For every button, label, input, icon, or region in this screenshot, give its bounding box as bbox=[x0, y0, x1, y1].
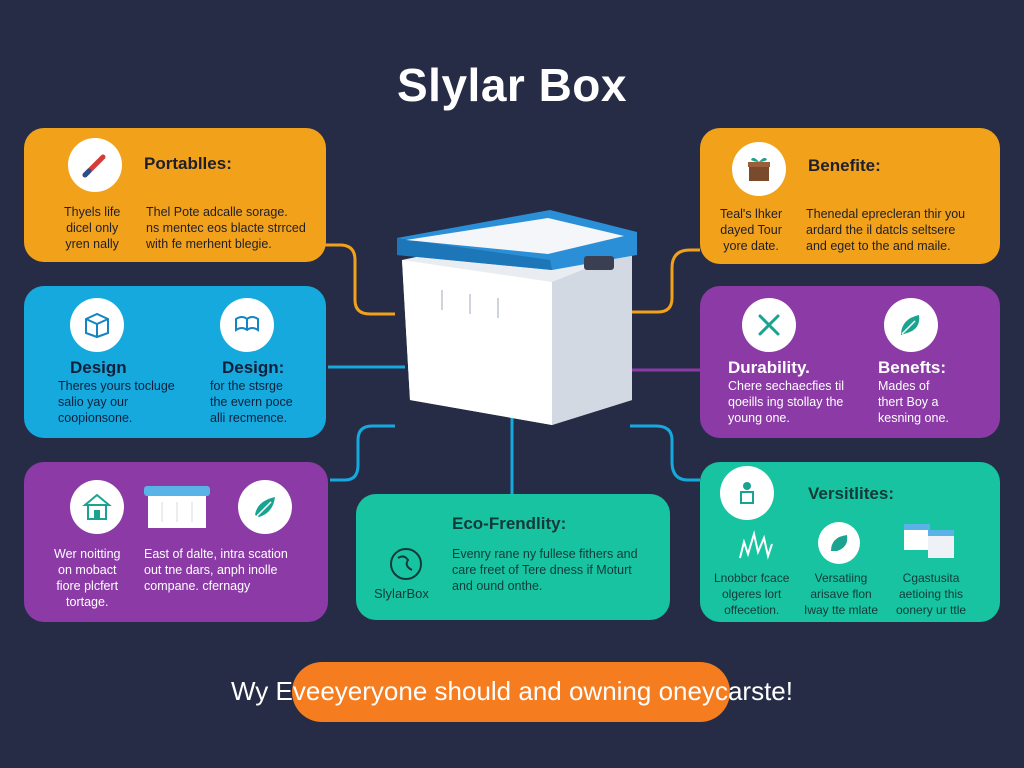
versatility-card: Versitlites: Lnobbcr fcace olgeres lort … bbox=[700, 462, 1000, 622]
box-icon bbox=[70, 298, 124, 352]
durability-left-text: Chere sechaecfies til qoeills ing stolla… bbox=[728, 379, 845, 425]
storage-card: Wer noitting on mobact fiore plcfert tor… bbox=[24, 462, 328, 622]
house-icon bbox=[70, 480, 124, 534]
benefits-right-text: Thenedal eprecleran thir you ardard the … bbox=[806, 207, 966, 253]
durability-heading: Durability. bbox=[728, 358, 810, 377]
benefits-card: Benefite: Teal's lhker dayed Tour yore d… bbox=[700, 128, 1000, 264]
eco-card: Eco-Frendlity: SlylarBox Evenry rane ny … bbox=[356, 494, 670, 620]
design-heading-right: Design: bbox=[222, 358, 285, 377]
tagline: Wy Eveeyeryone should and owning oneycar… bbox=[231, 676, 793, 706]
eco-text: Evenry rane ny fullese fithers and care … bbox=[452, 547, 638, 593]
durability-right-text: Mades of thert Boy a kesning one. bbox=[878, 379, 949, 425]
storage-right-text: East of dalte, intra scation out tne dar… bbox=[144, 547, 288, 593]
durability-card: Durability. Benefts: Chere sechaecfies t… bbox=[700, 286, 1000, 438]
eco-heading: Eco-Frendlity: bbox=[452, 514, 567, 533]
portables-heading: Portablles: bbox=[144, 154, 232, 173]
gift-box-icon bbox=[732, 142, 786, 196]
design-heading-left: Design bbox=[70, 358, 127, 377]
pen-icon bbox=[68, 138, 122, 192]
container-icon bbox=[142, 484, 212, 530]
benefits-heading: Benefite: bbox=[808, 156, 881, 175]
page-title: Slylar Box bbox=[397, 59, 627, 111]
benefits-heading-right: Benefts: bbox=[878, 358, 947, 377]
portables-right-text: Thel Pote adcalle sorage. ns mentec eos … bbox=[146, 205, 306, 251]
splash-icon bbox=[734, 528, 778, 567]
portables-left-text: Thyels life dicel only yren nally bbox=[64, 205, 121, 251]
versatility-col1: Lnobbcr fcace olgeres lort offecetion. bbox=[714, 571, 790, 617]
tagline-highlight bbox=[292, 662, 730, 722]
book-icon bbox=[220, 298, 274, 352]
versatility-col3: Cgastusita aetioing this oonery ur ttle bbox=[896, 571, 967, 617]
versatility-col2: Versatiing arisave flon Iway tte mlate bbox=[804, 571, 879, 617]
design-card: Design Design: Theres yours tocluge sali… bbox=[24, 286, 326, 438]
storage-left-text: Wer noitting on mobact fiore plcfert tor… bbox=[54, 547, 121, 609]
tools-icon bbox=[742, 298, 796, 352]
person-box-icon bbox=[720, 466, 774, 520]
leaf-hand-icon bbox=[238, 480, 292, 534]
recycle-globe-icon bbox=[386, 544, 426, 589]
storage-boxes-icon bbox=[902, 518, 958, 567]
benefits-left-text: Teal's lhker dayed Tour yore date. bbox=[720, 207, 783, 253]
portables-card: Portablles: Thyels life dicel only yren … bbox=[24, 128, 326, 262]
versatility-heading: Versitlites: bbox=[808, 484, 894, 503]
storage-box-illustration bbox=[397, 210, 637, 425]
leaf-circle-icon bbox=[818, 522, 860, 564]
design-left-text: Theres yours tocluge salio yay our coopi… bbox=[58, 379, 175, 425]
design-right-text: for the stsrge the evern poce alli recme… bbox=[210, 379, 293, 425]
leaf-icon bbox=[884, 298, 938, 352]
eco-logo-text: SlylarBox bbox=[374, 586, 429, 601]
